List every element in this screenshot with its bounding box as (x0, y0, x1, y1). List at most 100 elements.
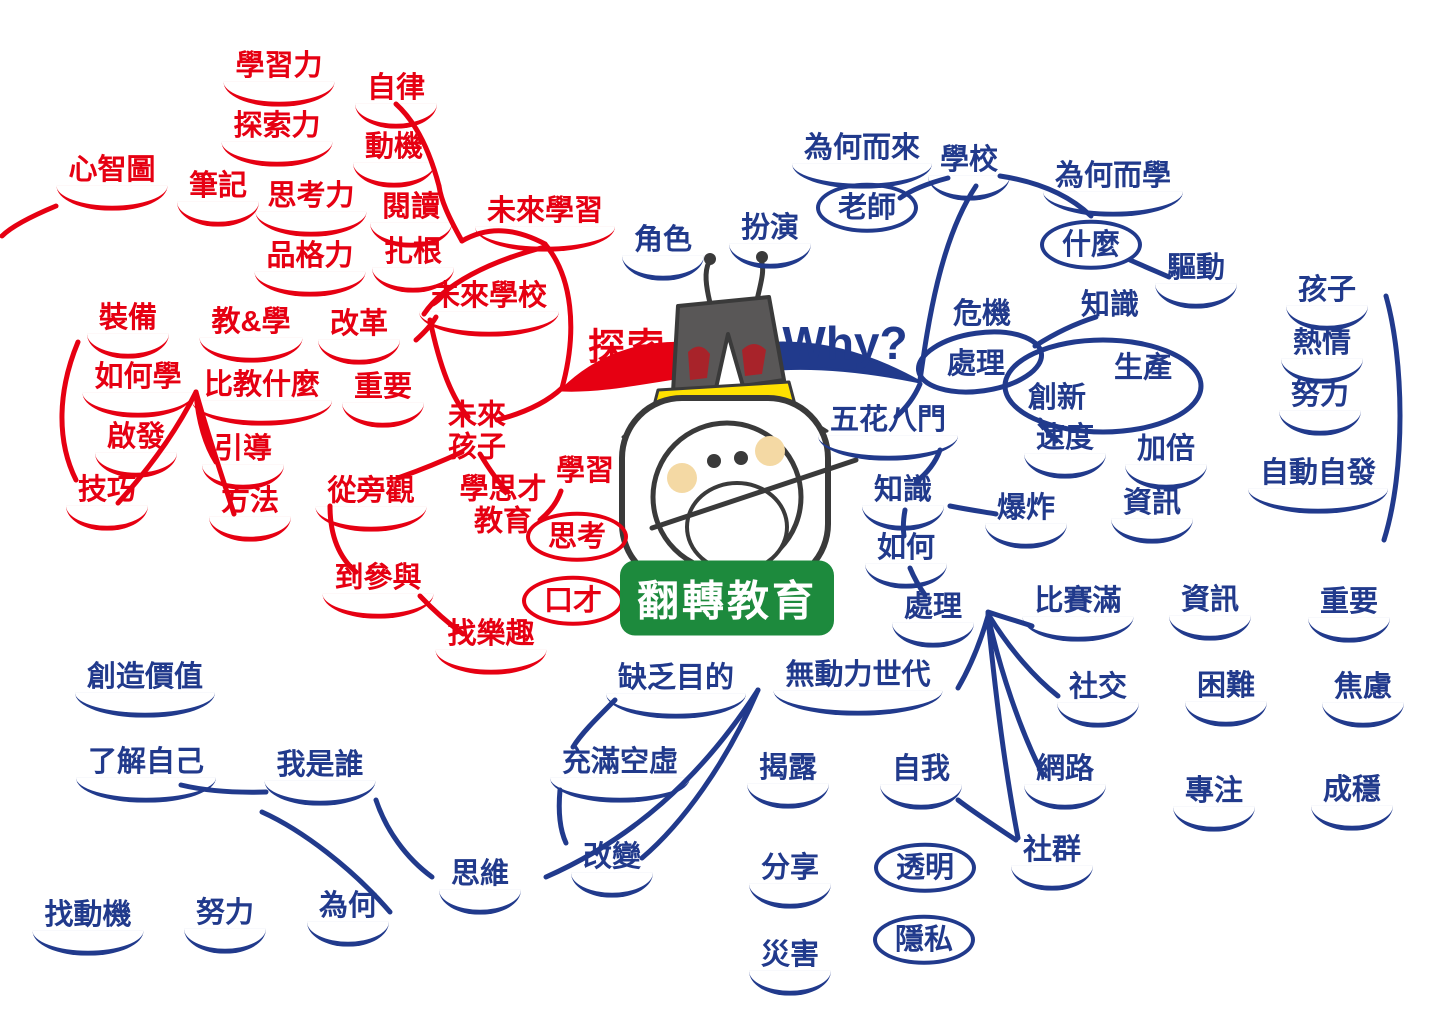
node-future-kids: 未來 孩子 (447, 399, 507, 464)
node-skill: 技巧 (65, 473, 149, 533)
node-self-discipline: 自律 (354, 71, 438, 131)
node-learning: 學習 (555, 454, 615, 487)
node-mindset: 思維 (438, 857, 522, 917)
node-steady: 成穩 (1310, 773, 1394, 833)
node-knowledge-2: 知識 (861, 473, 945, 533)
node-play: 扮演 (728, 211, 812, 271)
node-equip: 裝備 (86, 301, 170, 361)
character-antenna-left (706, 262, 710, 303)
node-emptiness: 充滿空虛 (549, 745, 691, 805)
node-passion: 熱情 (1280, 326, 1364, 386)
node-who-am-i: 我是誰 (264, 748, 376, 808)
branch-label-why: Why? (782, 317, 908, 370)
node-reading: 閱讀 (369, 190, 453, 250)
blue-branch-lines (181, 176, 1400, 912)
node-find-fun: 找樂趣 (435, 617, 547, 677)
node-school: 學校 (927, 143, 1011, 203)
node-find-motivation: 找動機 (32, 898, 144, 958)
produce-innovate-blob (1005, 340, 1201, 432)
node-future-learning: 未來學習 (474, 194, 616, 254)
node-learn-think-talent-edu: 學思才 教育 (459, 473, 547, 538)
node-information-2: 資訊 (1168, 583, 1252, 643)
node-internet: 網路 (1023, 752, 1107, 812)
node-how: 如何 (864, 531, 948, 591)
node-double: 加倍 (1124, 432, 1208, 492)
flipped-character (622, 251, 856, 602)
node-kids: 孩子 (1285, 273, 1369, 333)
node-no-motivation-gen: 無動力世代 (773, 658, 943, 718)
node-how-to-learn: 如何學 (82, 360, 194, 420)
character-pants (673, 297, 784, 392)
node-information: 資訊 (1110, 486, 1194, 546)
node-teach-and-learn: 教&學 (199, 305, 303, 365)
node-share: 分享 (748, 851, 832, 911)
node-than-teach-what: 比教什麼 (191, 368, 333, 428)
character-blush-left (667, 463, 697, 493)
node-learn-power: 學習力 (223, 49, 335, 109)
node-create-value: 創造價值 (74, 660, 216, 720)
node-think-power: 思考力 (255, 179, 367, 239)
node-to-participate: 到參與 (322, 561, 434, 621)
node-from-watching: 從旁觀 (315, 474, 427, 534)
central-title: 翻轉教育 (622, 563, 832, 633)
character-arm (652, 460, 856, 528)
node-disaster: 災害 (748, 938, 832, 998)
character-blush-right (755, 436, 785, 466)
node-take-root: 扎根 (371, 235, 455, 295)
node-important: 重要 (341, 370, 425, 430)
node-speed: 速度 (1023, 421, 1107, 481)
node-disclose: 揭露 (746, 751, 830, 811)
node-produce: 生產 (1113, 351, 1173, 384)
node-privacy: 隱私 (872, 914, 976, 966)
node-drive: 驅動 (1154, 251, 1238, 311)
node-reform: 改革 (317, 307, 401, 367)
character-antenna-left-tip (704, 253, 716, 265)
node-self-motivated: 自動自發 (1247, 456, 1389, 516)
node-why-q: 為何 (306, 889, 390, 949)
node-variety: 五花八門 (817, 403, 959, 463)
node-social: 社交 (1056, 670, 1140, 730)
node-difficult: 困難 (1184, 669, 1268, 729)
node-anxiety: 焦慮 (1321, 670, 1405, 730)
node-lack-purpose: 缺乏目的 (605, 661, 747, 721)
node-handle: 處理 (946, 347, 1006, 380)
node-innovate: 創新 (1027, 381, 1087, 414)
character-knee-patch-left (688, 346, 710, 380)
node-guide: 引導 (201, 432, 285, 492)
node-self: 自我 (879, 752, 963, 812)
node-knowledge: 知識 (1080, 288, 1140, 321)
node-eloquence: 口才 (521, 575, 625, 627)
node-role: 角色 (621, 223, 705, 283)
node-effort: 努力 (1278, 378, 1362, 438)
node-thinking: 思考 (525, 511, 629, 563)
node-explosion: 爆炸 (984, 491, 1068, 551)
character-eye-right (734, 451, 748, 465)
node-handle-2: 處理 (891, 590, 975, 650)
node-what: 什麼 (1039, 219, 1143, 271)
handle-lens (915, 325, 1046, 400)
node-notes: 筆記 (176, 169, 260, 229)
node-transparent: 透明 (873, 842, 977, 894)
node-method: 方法 (208, 484, 292, 544)
node-why-come: 為何而來 (791, 131, 933, 191)
character-eye-left (707, 454, 721, 468)
node-crisis: 危機 (952, 297, 1012, 330)
node-know-myself: 了解自己 (75, 745, 217, 805)
branch-label-explore: 探索 (588, 326, 666, 368)
node-important-2: 重要 (1307, 585, 1391, 645)
node-why-learn: 為何而學 (1042, 159, 1184, 219)
node-explore-power: 探索力 (221, 109, 333, 169)
node-teacher: 老師 (815, 182, 919, 234)
character-knee-patch-right (742, 344, 766, 376)
node-future-school: 未來學校 (418, 279, 560, 339)
node-focus: 專注 (1172, 774, 1256, 834)
node-community: 社群 (1010, 833, 1094, 893)
node-effort-2: 努力 (183, 896, 267, 956)
node-character-power: 品格力 (254, 239, 366, 299)
node-contest-full: 比賽滿 (1022, 584, 1134, 644)
node-motivation: 動機 (352, 130, 436, 190)
node-inspire: 啟發 (94, 420, 178, 480)
character-mouth (687, 483, 787, 571)
